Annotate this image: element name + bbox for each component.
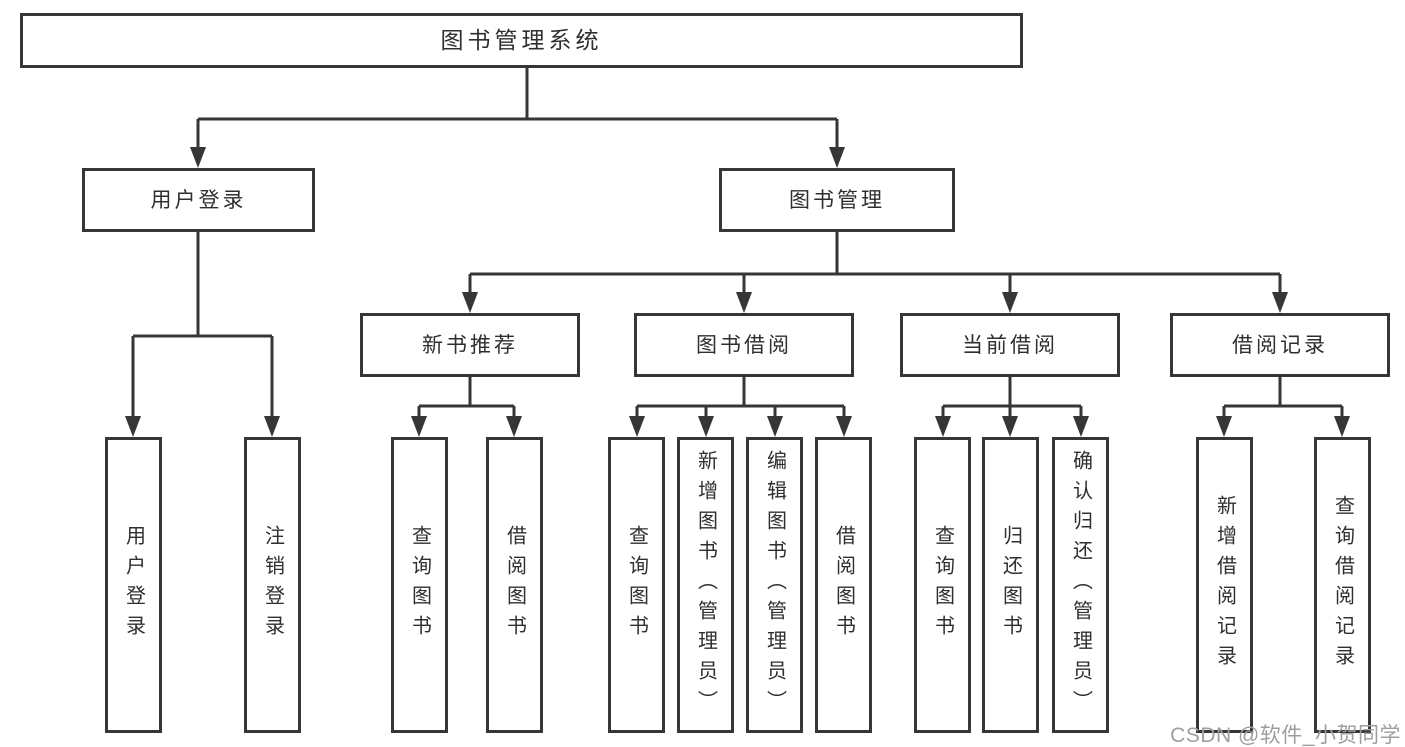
watermark: CSDN @软件_小贺同学 bbox=[1170, 724, 1401, 747]
node-current-borrow-label: 当前借阅 bbox=[962, 333, 1058, 357]
connector-user-login bbox=[125, 232, 280, 437]
leaf-borrow-borrow-books-label: 借阅图书 bbox=[832, 525, 855, 645]
leaf-user-login: 用户登录 bbox=[105, 437, 162, 733]
leaf-current-return-books-label: 归还图书 bbox=[999, 525, 1022, 645]
leaf-logout-login-label: 注销登录 bbox=[261, 525, 284, 645]
leaf-logout-login: 注销登录 bbox=[244, 437, 301, 733]
node-book-management: 图书管理 bbox=[719, 168, 955, 232]
node-current-borrow: 当前借阅 bbox=[900, 313, 1120, 377]
connector-book-borrow bbox=[629, 377, 852, 437]
leaf-current-confirm-return-admin-label: 确认归还（管理员） bbox=[1069, 450, 1092, 720]
connector-new-book-recommend bbox=[411, 377, 522, 437]
node-root-label: 图书管理系统 bbox=[440, 27, 603, 53]
node-book-management-label: 图书管理 bbox=[789, 188, 885, 212]
node-new-book-recommend-label: 新书推荐 bbox=[422, 333, 518, 357]
leaf-borrow-add-books-admin-label: 新增图书（管理员） bbox=[694, 450, 717, 720]
leaf-borrow-add-books-admin: 新增图书（管理员） bbox=[677, 437, 734, 733]
leaf-borrow-query-books: 查询图书 bbox=[608, 437, 665, 733]
leaf-records-query-record: 查询借阅记录 bbox=[1314, 437, 1371, 733]
leaf-records-add-record: 新增借阅记录 bbox=[1196, 437, 1253, 733]
leaf-recommend-query-books: 查询图书 bbox=[391, 437, 448, 733]
leaf-borrow-borrow-books: 借阅图书 bbox=[815, 437, 872, 733]
leaf-user-login-label: 用户登录 bbox=[122, 525, 145, 645]
connector-current-borrow bbox=[935, 377, 1089, 437]
leaf-recommend-borrow-books-label: 借阅图书 bbox=[503, 525, 526, 645]
node-borrow-records: 借阅记录 bbox=[1170, 313, 1390, 377]
leaf-borrow-edit-books-admin: 编辑图书（管理员） bbox=[746, 437, 803, 733]
connector-borrow-records bbox=[1216, 377, 1350, 437]
leaf-recommend-query-books-label: 查询图书 bbox=[408, 525, 431, 645]
leaf-current-return-books: 归还图书 bbox=[982, 437, 1039, 733]
leaf-current-confirm-return-admin: 确认归还（管理员） bbox=[1052, 437, 1109, 733]
leaf-recommend-borrow-books: 借阅图书 bbox=[486, 437, 543, 733]
node-book-borrow: 图书借阅 bbox=[634, 313, 854, 377]
leaf-borrow-edit-books-admin-label: 编辑图书（管理员） bbox=[763, 450, 786, 720]
leaf-records-query-record-label: 查询借阅记录 bbox=[1331, 495, 1354, 675]
connector-book-management bbox=[462, 232, 1288, 313]
leaf-borrow-query-books-label: 查询图书 bbox=[625, 525, 648, 645]
node-new-book-recommend: 新书推荐 bbox=[360, 313, 580, 377]
node-book-borrow-label: 图书借阅 bbox=[696, 333, 792, 357]
node-borrow-records-label: 借阅记录 bbox=[1232, 333, 1328, 357]
leaf-current-query-books-label: 查询图书 bbox=[931, 525, 954, 645]
node-user-login-label: 用户登录 bbox=[150, 188, 247, 212]
leaf-current-query-books: 查询图书 bbox=[914, 437, 971, 733]
connector-root bbox=[190, 68, 845, 168]
leaf-records-add-record-label: 新增借阅记录 bbox=[1213, 495, 1236, 675]
node-user-login: 用户登录 bbox=[82, 168, 315, 232]
node-root: 图书管理系统 bbox=[20, 13, 1023, 68]
